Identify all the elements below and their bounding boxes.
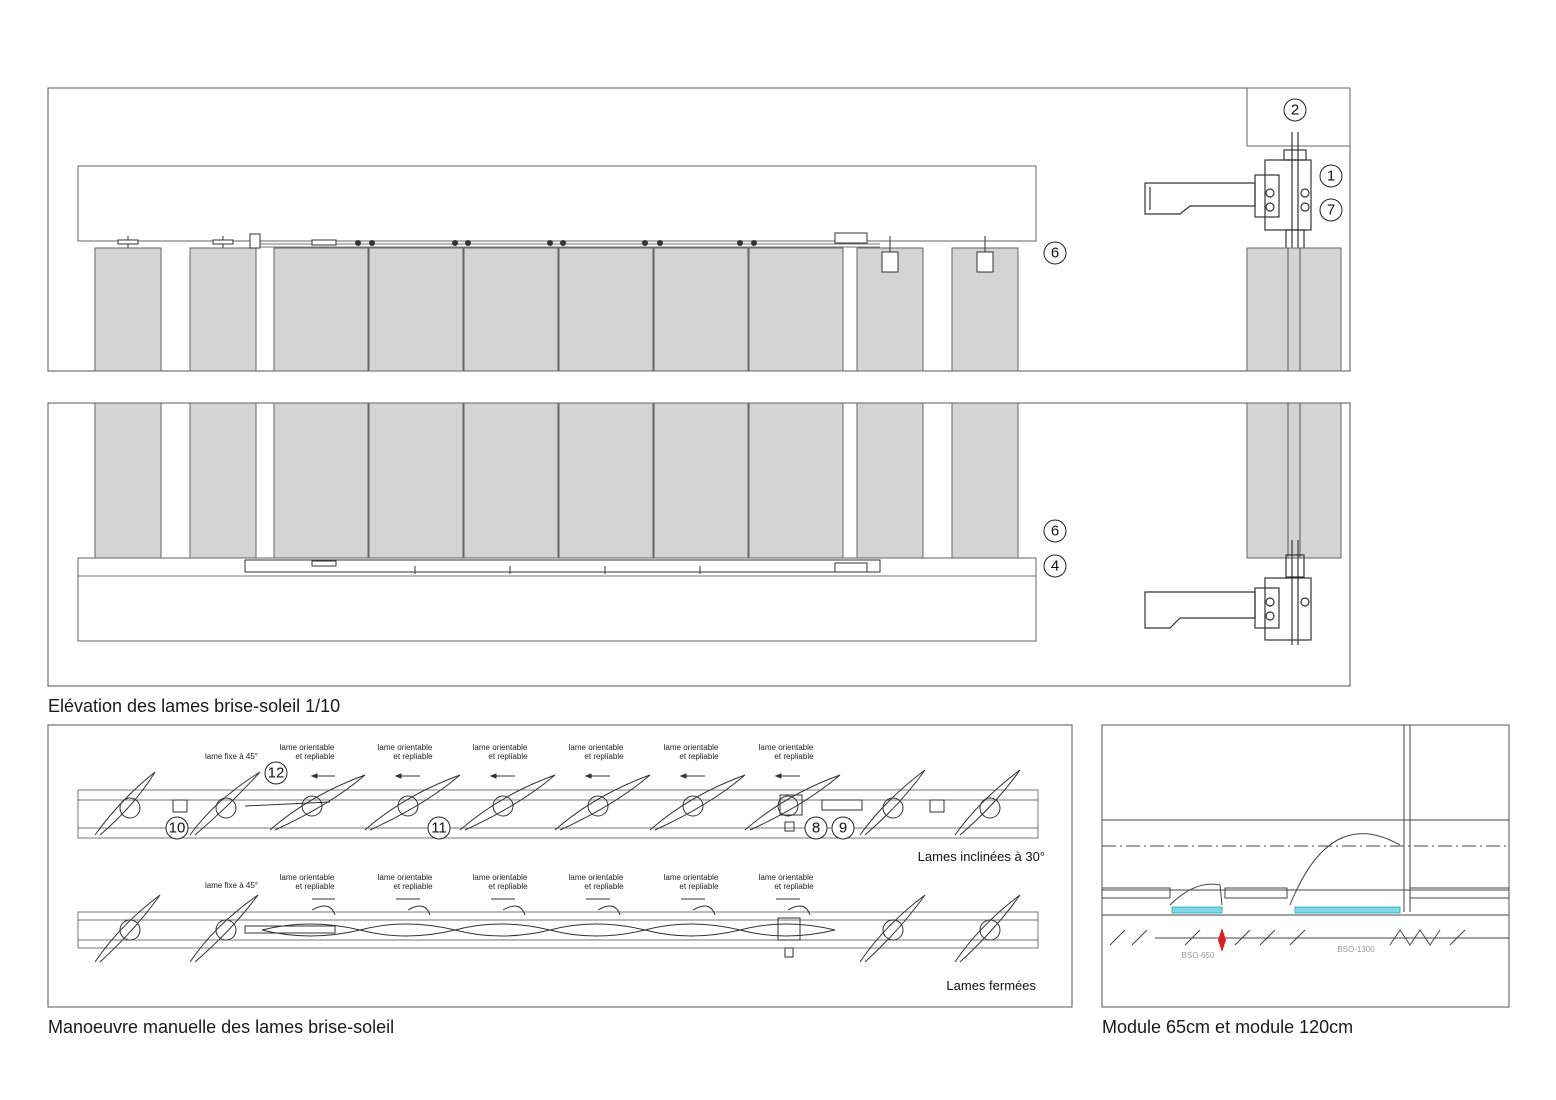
svg-text:6: 6 xyxy=(1051,245,1059,262)
callout-10: 10 xyxy=(165,816,189,840)
svg-text:6: 6 xyxy=(1051,523,1059,540)
svg-text:et repliable: et repliable xyxy=(679,882,719,891)
svg-text:lame orientable: lame orientable xyxy=(378,743,433,752)
svg-text:et repliable: et repliable xyxy=(679,752,719,761)
top-blades xyxy=(94,247,1019,372)
glass-left xyxy=(1171,906,1223,914)
svg-text:4: 4 xyxy=(1051,558,1059,575)
callout-6-top: 6 xyxy=(1043,241,1067,265)
svg-text:lame orientable: lame orientable xyxy=(664,873,719,882)
svg-text:1: 1 xyxy=(1327,168,1335,185)
svg-text:lame orientable: lame orientable xyxy=(280,873,335,882)
top-section-blade xyxy=(1246,247,1342,372)
plan-row-inclined xyxy=(77,769,1039,839)
top-beam xyxy=(77,165,1037,242)
svg-text:et repliable: et repliable xyxy=(295,752,335,761)
svg-text:lame orientable: lame orientable xyxy=(280,743,335,752)
callout-7: 7 xyxy=(1319,198,1343,222)
callout-9: 9 xyxy=(831,816,855,840)
bottom-section-blade xyxy=(1246,402,1342,559)
svg-text:7: 7 xyxy=(1327,202,1335,219)
svg-text:11: 11 xyxy=(431,820,447,837)
svg-text:lame fixe à 45°: lame fixe à 45° xyxy=(205,752,258,761)
svg-text:10: 10 xyxy=(169,820,186,837)
bottom-section-detail xyxy=(1144,540,1312,645)
plan-row-closed xyxy=(77,894,1039,963)
svg-text:lame orientable: lame orientable xyxy=(473,873,528,882)
callout-1: 1 xyxy=(1319,164,1343,188)
callout-12: 12 xyxy=(264,761,288,785)
callout-6-bottom: 6 xyxy=(1043,519,1067,543)
svg-text:lame fixe à 45°: lame fixe à 45° xyxy=(205,881,258,890)
svg-text:Lames inclinées à 30°: Lames inclinées à 30° xyxy=(918,849,1045,864)
glass-right xyxy=(1294,906,1401,914)
svg-text:et repliable: et repliable xyxy=(774,882,814,891)
row1-labels: lame fixe à 45° lame orientable et repli… xyxy=(205,743,1045,864)
svg-text:et repliable: et repliable xyxy=(774,752,814,761)
svg-text:lame orientable: lame orientable xyxy=(759,743,814,752)
module-plan xyxy=(1101,725,1510,946)
svg-text:lame orientable: lame orientable xyxy=(378,873,433,882)
row2-labels: lame fixe à 45° lame orientable et repli… xyxy=(205,873,1037,993)
module-label-right: BSO-1300 xyxy=(1337,945,1375,954)
svg-text:et repliable: et repliable xyxy=(488,752,528,761)
svg-text:et repliable: et repliable xyxy=(393,752,433,761)
module-frame xyxy=(1101,724,1510,1008)
svg-text:lame orientable: lame orientable xyxy=(473,743,528,752)
red-marker xyxy=(1218,928,1226,952)
caption-elevation: Elévation des lames brise-soleil 1/10 xyxy=(48,696,341,716)
svg-text:lame orientable: lame orientable xyxy=(664,743,719,752)
svg-text:2: 2 xyxy=(1291,102,1299,119)
manoeuvre-frame xyxy=(47,724,1073,1008)
module-label-left: BSO-650 xyxy=(1182,951,1215,960)
svg-text:9: 9 xyxy=(839,820,847,837)
callout-11: 11 xyxy=(427,816,451,840)
caption-manoeuvre: Manoeuvre manuelle des lames brise-solei… xyxy=(48,1017,395,1037)
svg-text:lame orientable: lame orientable xyxy=(569,873,624,882)
caption-module: Module 65cm et module 120cm xyxy=(1102,1017,1354,1037)
svg-text:lame orientable: lame orientable xyxy=(759,873,814,882)
bottom-blades xyxy=(94,402,1019,559)
svg-text:lame orientable: lame orientable xyxy=(569,743,624,752)
svg-text:et repliable: et repliable xyxy=(295,882,335,891)
svg-text:et repliable: et repliable xyxy=(488,882,528,891)
callout-2: 2 xyxy=(1283,98,1307,122)
svg-text:et repliable: et repliable xyxy=(584,882,624,891)
svg-text:Lames fermées: Lames fermées xyxy=(946,978,1036,993)
top-rail-hardware xyxy=(117,232,994,273)
callout-8: 8 xyxy=(804,816,828,840)
bottom-rail-hardware xyxy=(244,559,881,574)
svg-text:et repliable: et repliable xyxy=(584,752,624,761)
svg-text:8: 8 xyxy=(812,820,820,837)
svg-text:et repliable: et repliable xyxy=(393,882,433,891)
callout-4: 4 xyxy=(1043,554,1067,578)
svg-text:12: 12 xyxy=(268,765,285,782)
